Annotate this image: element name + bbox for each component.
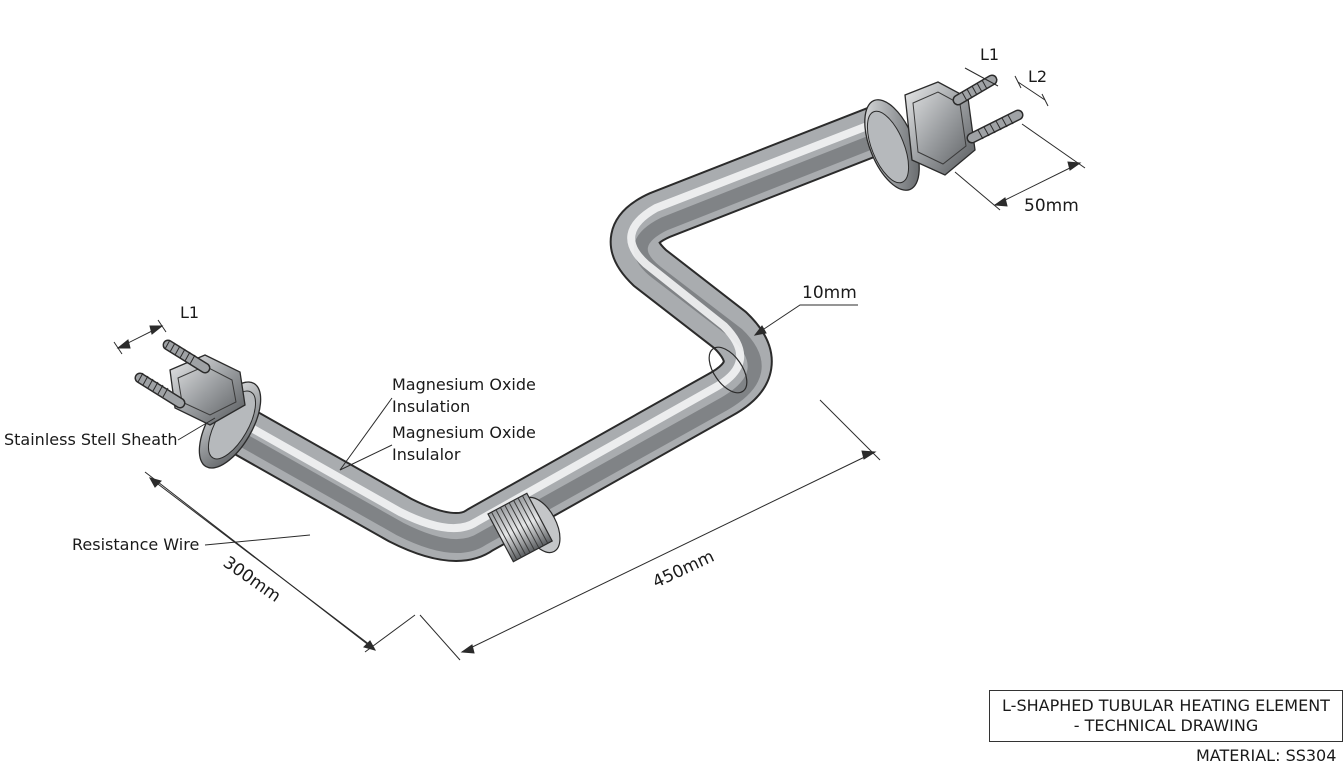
- terminal-left: [134, 339, 262, 469]
- left-stud-lower: [134, 372, 186, 409]
- right-stud-upper: [952, 74, 998, 106]
- dim-terminal-length: 50mm: [1024, 196, 1079, 216]
- tube-highlight: [230, 114, 890, 533]
- tube-joint-ring: [708, 346, 748, 394]
- label-resistance-wire: Resistance Wire: [72, 535, 199, 554]
- left-hex-nut: [169, 354, 246, 426]
- dim-tube-diameter: 10mm: [802, 283, 857, 303]
- threaded-section: [487, 492, 554, 563]
- title-block: L-SHAPHED TUBULAR HEATING ELEMENT - TECH…: [989, 690, 1343, 742]
- terminal-right: [864, 74, 1024, 191]
- title-line-2: - TECHNICAL DRAWING: [1073, 716, 1259, 735]
- material-note: MATERIAL: SS304: [1196, 746, 1337, 765]
- tube-body: [219, 101, 900, 563]
- dim-leg-long: 450mm: [650, 547, 718, 593]
- left-stud-upper: [162, 339, 211, 374]
- label-l1-right: L1: [980, 45, 999, 64]
- dimension-lines: [113, 67, 1086, 661]
- title-line-1: L-SHAPHED TUBULAR HEATING ELEMENT: [1002, 696, 1330, 715]
- label-l2-right: L2: [1028, 67, 1047, 86]
- label-sheath: Stainless Stell Sheath: [4, 430, 177, 449]
- dim-leg-left: 300mm: [219, 553, 284, 607]
- tube-fill: [220, 103, 899, 561]
- label-l1-left: L1: [180, 303, 199, 322]
- annotations: L1 L1 L2 Stainless Stell Sheath Magnesiu…: [4, 45, 1079, 607]
- right-stud-lower: [966, 109, 1024, 144]
- tube-shade: [228, 127, 895, 554]
